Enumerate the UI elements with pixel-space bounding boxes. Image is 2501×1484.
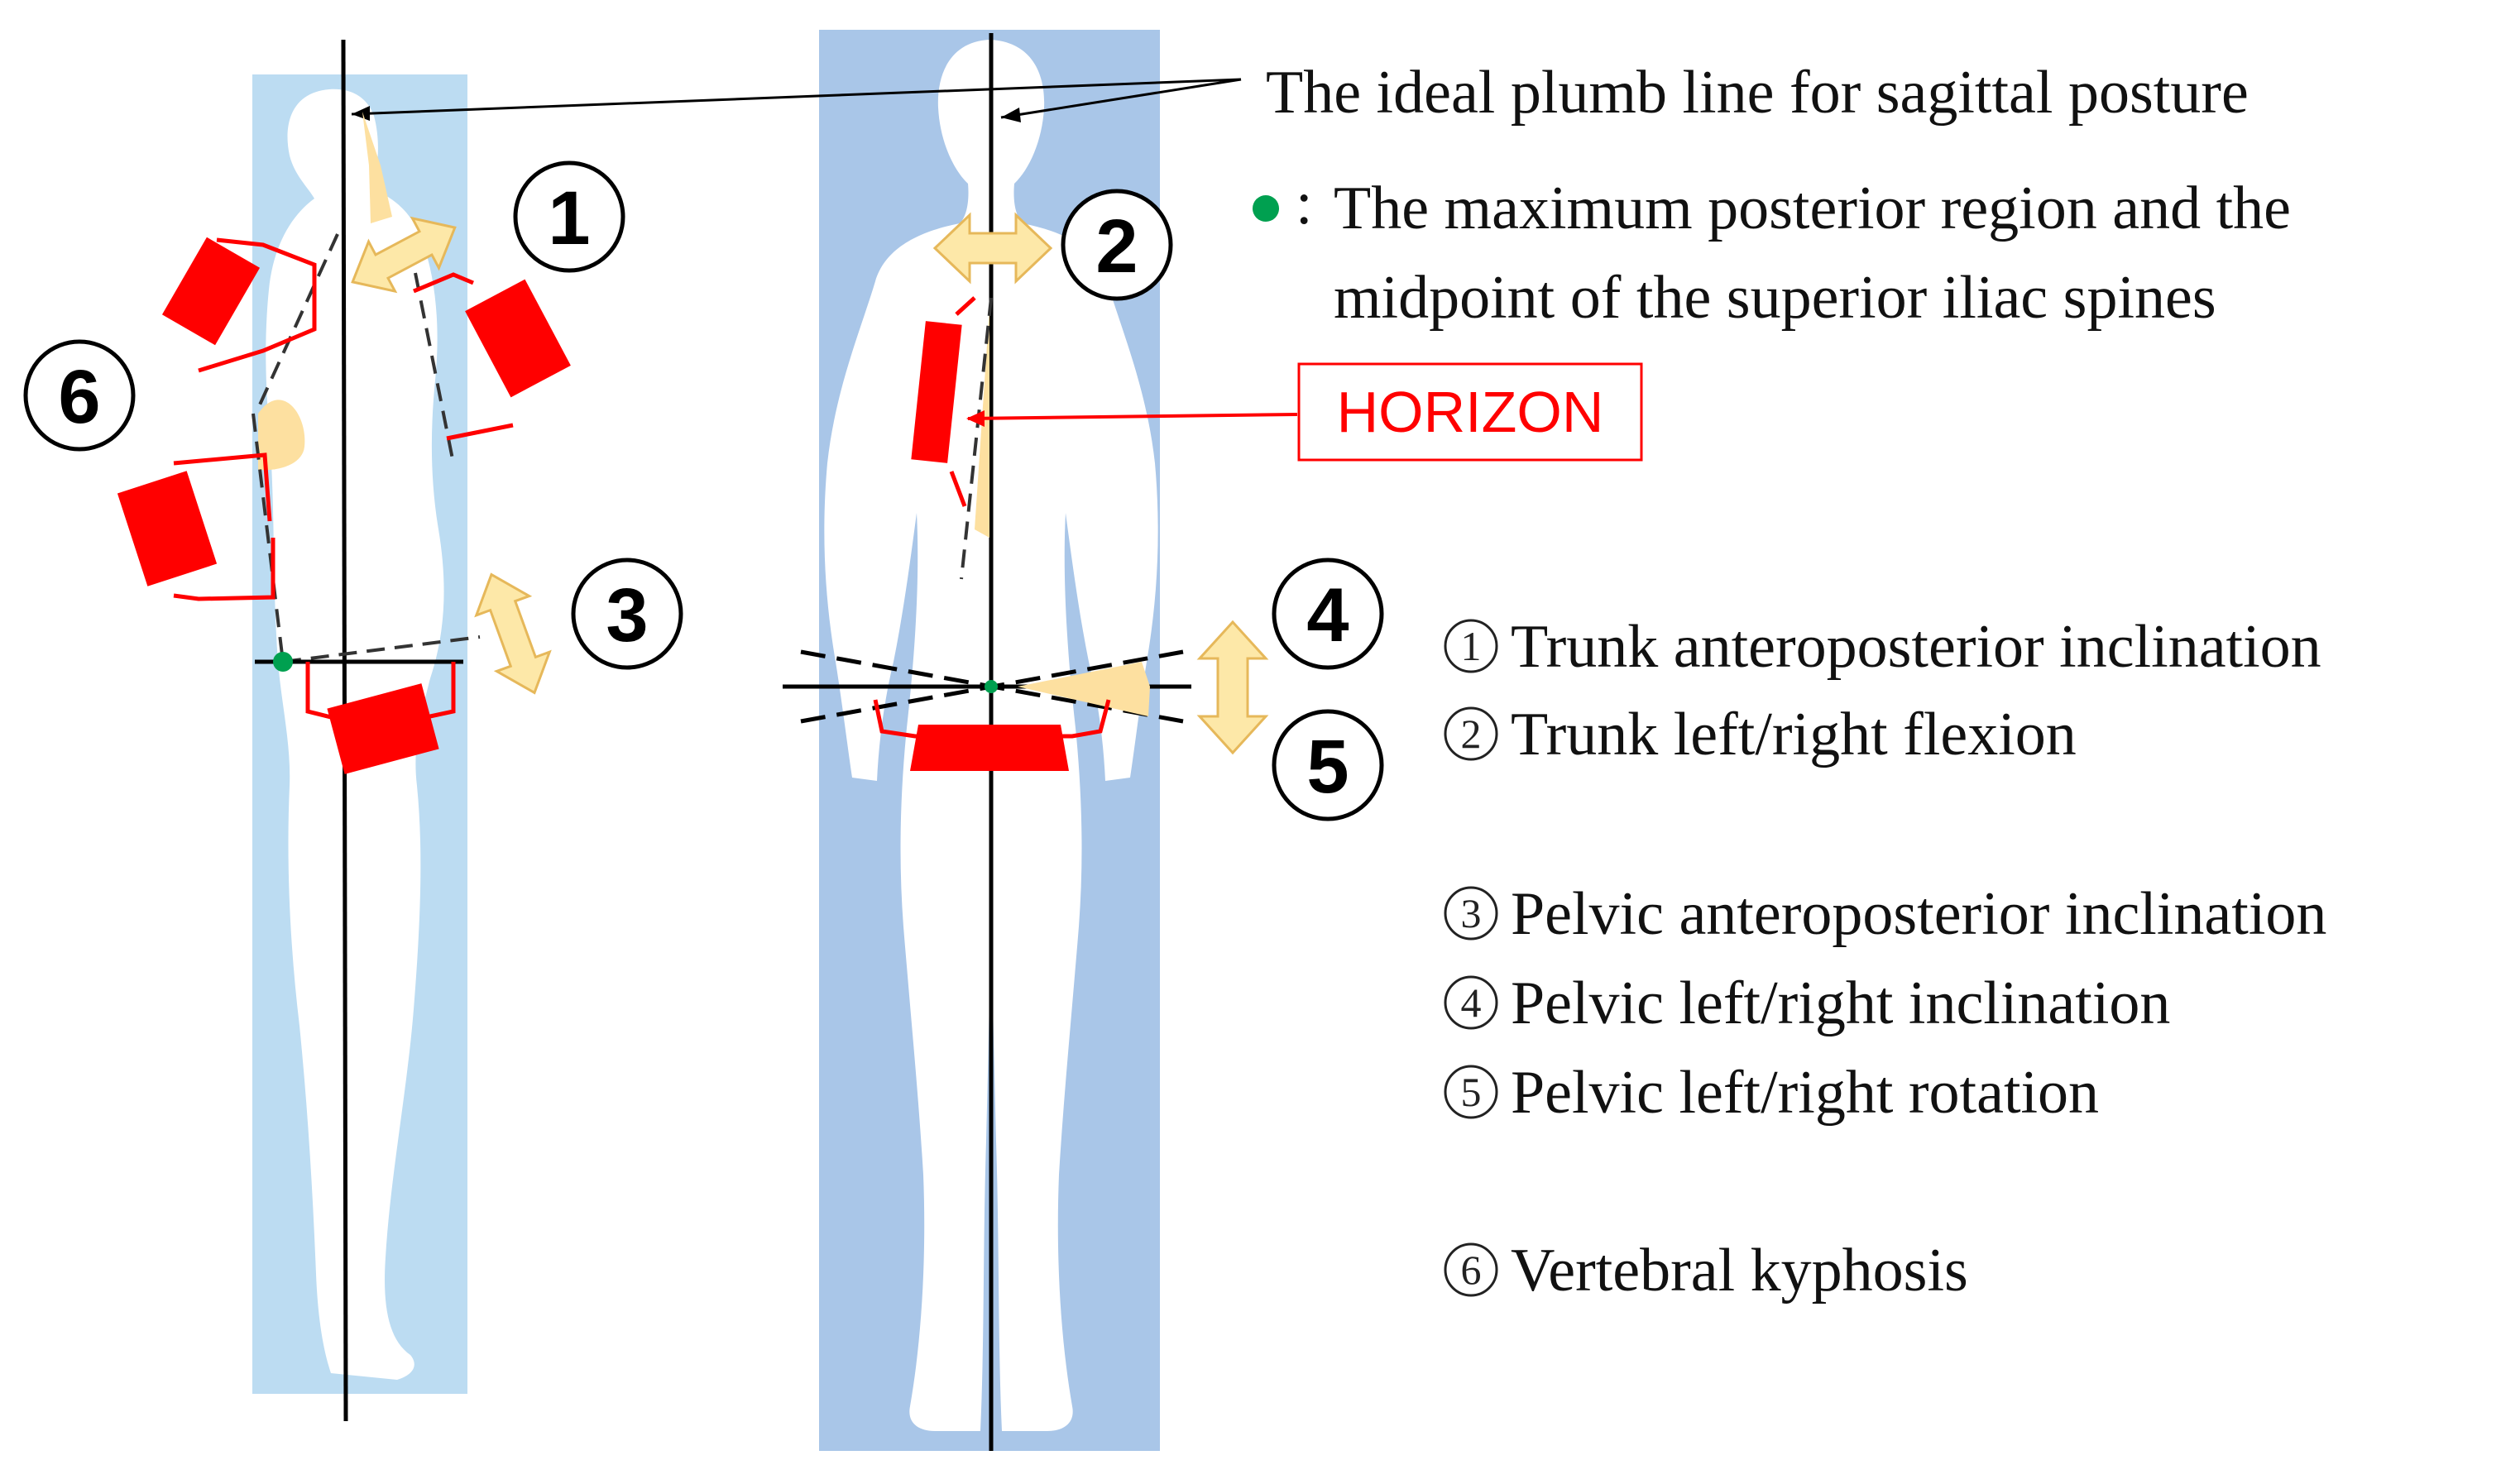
horizon-leader — [967, 413, 1298, 420]
plumb-label-leader-left — [351, 78, 1242, 116]
svg-text:Pelvic left/right rotation: Pelvic left/right rotation — [1511, 1059, 2099, 1127]
green-dot-legend-icon — [1253, 195, 1279, 222]
pelvic-inclination-wedge — [1018, 662, 1150, 716]
svg-text:Vertebral kyphosis: Vertebral kyphosis — [1511, 1237, 1968, 1304]
horizon-leader-arrowhead — [966, 410, 985, 427]
plumb-label-arrowhead-left — [352, 106, 370, 121]
sensor-frontal-pelvis — [910, 725, 1069, 771]
svg-text:6: 6 — [1461, 1247, 1482, 1293]
svg-text:6: 6 — [58, 355, 100, 439]
green-dot-sagittal — [273, 652, 293, 672]
trunk-flexion-dashed — [960, 297, 993, 580]
trunk-dashed-right — [414, 272, 455, 464]
marker-5: 5 — [1272, 709, 1384, 821]
plumb-label-leader-right — [1000, 78, 1242, 119]
svg-text:4: 4 — [1306, 573, 1349, 658]
marker-6: 6 — [23, 339, 136, 452]
legend-item-2: 2 Trunk left/right flexion — [1444, 701, 2077, 768]
svg-text:Trunk anteroposterior inclinat: Trunk anteroposterior inclination — [1511, 613, 2321, 681]
arrow-pelvic-ap — [474, 572, 552, 695]
arrow-pelvic-lr — [1196, 620, 1269, 755]
sensor-mid-back-left — [117, 471, 218, 586]
legend-item-1: 1 Trunk anteroposterior inclination — [1444, 613, 2321, 681]
svg-text:Pelvic anteroposterior inclina: Pelvic anteroposterior inclination — [1511, 880, 2326, 948]
arrow-trunk-lr — [932, 212, 1053, 285]
marker-4: 4 — [1272, 558, 1384, 670]
svg-text:Pelvic left/right inclination: Pelvic left/right inclination — [1511, 969, 2170, 1037]
kyphosis-dashed-upper — [255, 233, 339, 413]
plumb-label-arrowhead-right — [1001, 108, 1021, 122]
plumb-line-label: The ideal plumb line for sagittal postur… — [1266, 59, 2249, 127]
sensor-frontal-trunk-strap — [949, 296, 976, 507]
marker-1: 1 — [513, 160, 625, 273]
svg-text:2: 2 — [1461, 711, 1482, 757]
marker-2: 2 — [1061, 189, 1173, 301]
svg-text:4: 4 — [1461, 979, 1482, 1026]
sensor-chest-right-strap — [413, 272, 514, 441]
sensor-upper-back-left — [161, 237, 261, 346]
svg-text:1: 1 — [1461, 623, 1482, 669]
legend-item-3: 3 Pelvic anteroposterior inclination — [1444, 880, 2326, 948]
sensor-pelvis — [327, 683, 439, 774]
pelvis-dashed-line — [282, 635, 481, 663]
green-dot-colon: : — [1296, 170, 1313, 237]
svg-text:1: 1 — [548, 176, 590, 261]
green-dot-label-line2: midpoint of the superior iliac spines — [1334, 264, 2216, 332]
arrow-trunk-ap — [351, 216, 457, 294]
legend-item-6: 6 Vertebral kyphosis — [1444, 1237, 1968, 1304]
legend-item-5: 5 Pelvic left/right rotation — [1444, 1059, 2099, 1127]
horizon-label: HORIZON — [1337, 380, 1604, 444]
sensor-chest-right — [465, 279, 571, 398]
sensor-upper-back-left-strap — [198, 237, 317, 373]
sensor-frontal-trunk — [911, 321, 962, 463]
kyphosis-wedge — [258, 400, 305, 471]
svg-text:5: 5 — [1461, 1069, 1482, 1115]
trunk-inclination-wedge — [362, 112, 392, 223]
marker-3: 3 — [571, 558, 683, 670]
legend: 1 Trunk anteroposterior inclination 2 Tr… — [1444, 613, 2326, 1304]
sensor-mid-back-left-strap — [173, 452, 275, 601]
svg-text:3: 3 — [1461, 890, 1482, 936]
green-dot-label-line1: The maximum posterior region and the — [1334, 175, 2291, 242]
horizon-label-box — [1297, 362, 1643, 462]
green-dot-frontal — [985, 680, 998, 693]
svg-text:Trunk left/right flexion: Trunk left/right flexion — [1511, 701, 2077, 768]
svg-text:2: 2 — [1095, 204, 1138, 289]
svg-text:5: 5 — [1306, 725, 1349, 809]
sagittal-sensors — [117, 237, 571, 774]
svg-text:3: 3 — [606, 573, 648, 658]
legend-item-4: 4 Pelvic left/right inclination — [1444, 969, 2170, 1037]
